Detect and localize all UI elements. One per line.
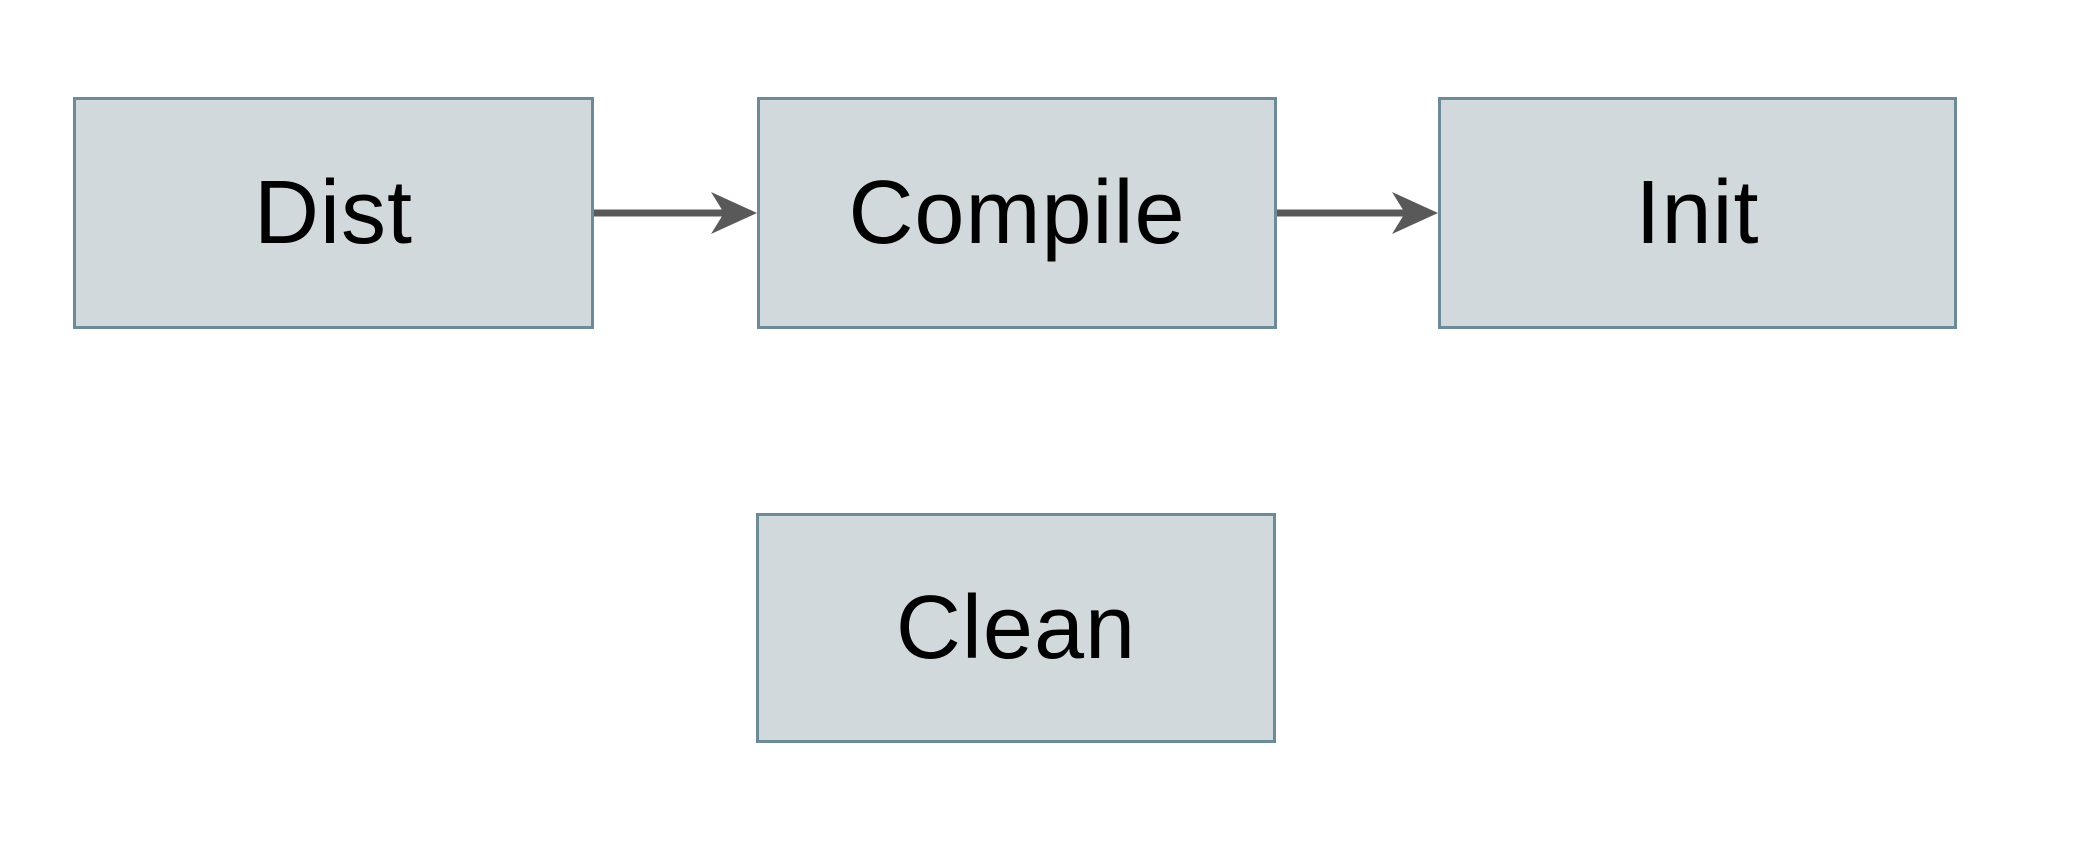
node-dist-label: Dist <box>254 163 413 263</box>
node-clean: Clean <box>756 513 1276 743</box>
node-init-label: Init <box>1635 163 1760 263</box>
arrow-compile-to-init <box>1277 192 1438 234</box>
node-dist: Dist <box>73 97 594 329</box>
arrow-dist-to-compile <box>594 192 757 234</box>
node-init: Init <box>1438 97 1957 329</box>
arrowhead-icon <box>1392 192 1438 234</box>
node-compile-label: Compile <box>848 163 1186 263</box>
node-compile: Compile <box>757 97 1277 329</box>
node-clean-label: Clean <box>895 578 1137 678</box>
arrowhead-icon <box>711 192 757 234</box>
